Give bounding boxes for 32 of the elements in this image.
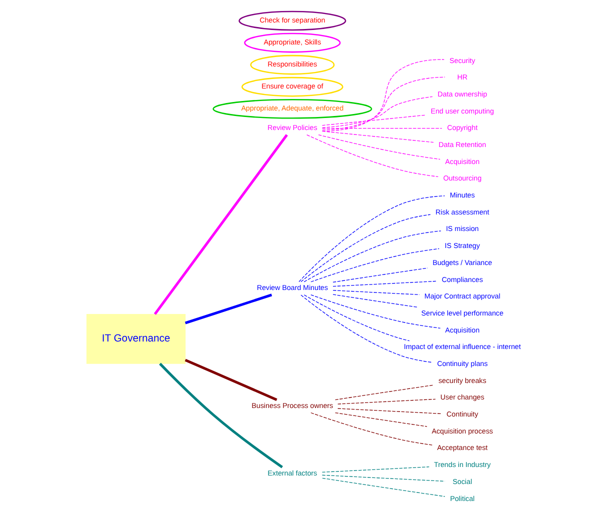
connector xyxy=(304,294,410,341)
connector xyxy=(154,134,288,314)
connector xyxy=(322,127,442,128)
connector xyxy=(332,294,418,307)
connector xyxy=(322,114,426,126)
connector xyxy=(306,134,438,176)
connector xyxy=(310,248,440,282)
connector xyxy=(322,477,446,496)
connector xyxy=(322,466,430,472)
connector xyxy=(322,130,434,142)
connector xyxy=(310,294,441,328)
connector xyxy=(332,290,420,294)
connector xyxy=(159,362,283,468)
connector xyxy=(322,58,444,131)
connector xyxy=(300,294,432,362)
connector xyxy=(298,195,446,282)
connector xyxy=(300,214,431,282)
connector xyxy=(332,267,428,282)
connector xyxy=(184,293,272,324)
connector xyxy=(322,474,446,482)
connector xyxy=(332,280,437,286)
node-box: IT Governance xyxy=(86,313,186,364)
connector xyxy=(304,230,442,282)
connector xyxy=(334,384,434,400)
connector xyxy=(334,412,428,426)
connector xyxy=(322,76,446,130)
connector xyxy=(310,412,432,445)
connector xyxy=(322,96,433,128)
connector xyxy=(184,358,278,400)
connector xyxy=(318,134,440,160)
connector xyxy=(337,398,436,404)
connector xyxy=(337,408,442,414)
